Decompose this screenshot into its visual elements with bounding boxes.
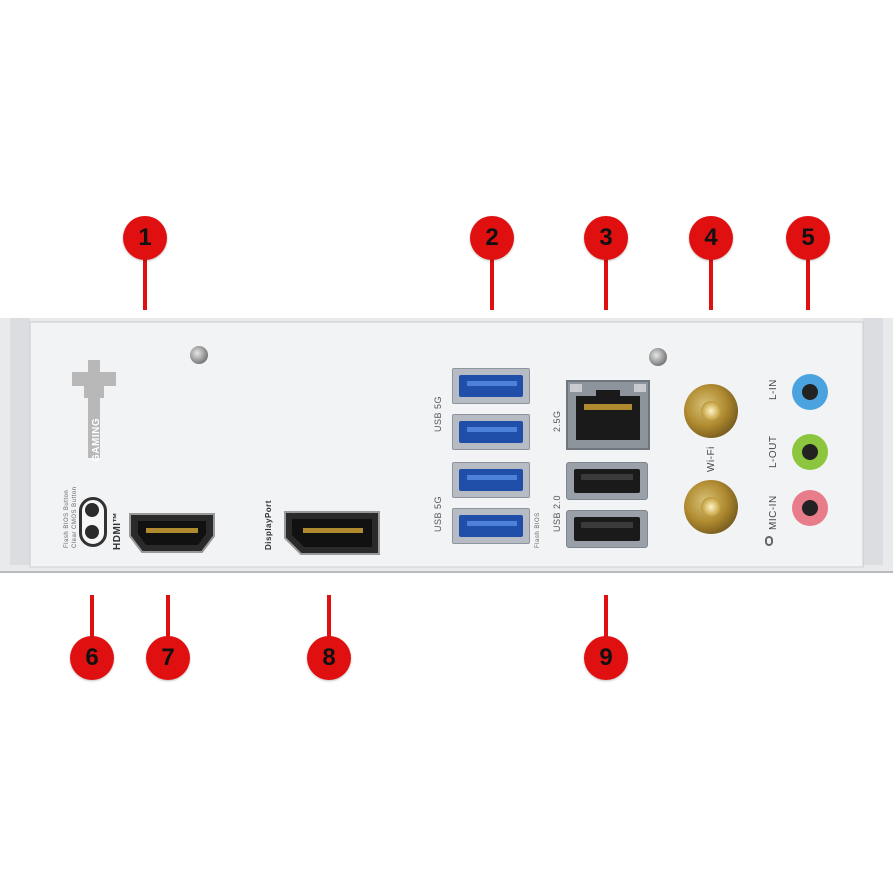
callout-line-5	[806, 258, 810, 358]
io-shield-outline	[0, 310, 893, 595]
usb5g-port-4-flash-bios[interactable]	[452, 508, 530, 544]
mic-in-label: MIC-IN	[768, 495, 779, 530]
displayport-port[interactable]	[283, 510, 381, 556]
callout-7: 7	[146, 636, 190, 680]
line-out-label: L-OUT	[768, 435, 779, 469]
usb5g-bottom-label: USB 5G	[433, 495, 443, 532]
gaming-dragon-icon	[72, 360, 116, 458]
flash-bios-label: Flash BIOS Button	[64, 489, 70, 548]
usb20-label: USB 2.0	[552, 494, 562, 532]
usb5g-port-3[interactable]	[452, 462, 530, 498]
microphone-icon	[765, 536, 773, 546]
gaming-label: GAMING	[91, 417, 102, 462]
hdmi-label: HDMI™	[112, 511, 123, 550]
hdmi-port[interactable]	[128, 512, 216, 554]
flash-bios-button[interactable]	[85, 503, 99, 517]
mic-in-jack[interactable]	[792, 490, 828, 526]
callout-line-7	[166, 565, 170, 645]
line-out-jack[interactable]	[792, 434, 828, 470]
callout-4: 4	[689, 216, 733, 260]
ethernet-port[interactable]	[566, 380, 650, 450]
callout-line-4	[709, 258, 713, 358]
wifi-antenna-connector-2[interactable]	[684, 480, 738, 534]
callout-8: 8	[307, 636, 351, 680]
callout-line-6	[90, 560, 94, 642]
callout-line-3	[604, 258, 608, 358]
line-in-jack[interactable]	[792, 374, 828, 410]
callout-line-2	[490, 258, 494, 358]
clear-cmos-button[interactable]	[85, 525, 99, 539]
callout-line-9	[604, 565, 608, 645]
usb20-port-1[interactable]	[566, 462, 648, 500]
callout-6: 6	[70, 636, 114, 680]
wifi-label: Wi-Fi	[706, 446, 717, 472]
line-in-label: L-IN	[768, 379, 779, 400]
clear-cmos-label: Clear CMOS Button	[72, 486, 78, 548]
usb5g-port-2[interactable]	[452, 414, 530, 450]
callout-line-8	[327, 565, 331, 645]
callout-2: 2	[470, 216, 514, 260]
usb20-port-2[interactable]	[566, 510, 648, 548]
flash-bios-port-label: Flash BIOS	[535, 512, 541, 548]
screw-left	[190, 346, 208, 364]
callout-5: 5	[786, 216, 830, 260]
usb5g-top-label: USB 5G	[433, 395, 443, 432]
wifi-antenna-connector-1[interactable]	[684, 384, 738, 438]
screw-right	[649, 348, 667, 366]
callout-1: 1	[123, 216, 167, 260]
callout-9: 9	[584, 636, 628, 680]
displayport-label: DisplayPort	[264, 500, 273, 550]
lan-label: 2.5G	[552, 410, 562, 432]
io-shield-panel: GAMING Flash BIOS Button Clear CMOS Butt…	[0, 310, 893, 595]
callout-3: 3	[584, 216, 628, 260]
usb5g-port-1[interactable]	[452, 368, 530, 404]
